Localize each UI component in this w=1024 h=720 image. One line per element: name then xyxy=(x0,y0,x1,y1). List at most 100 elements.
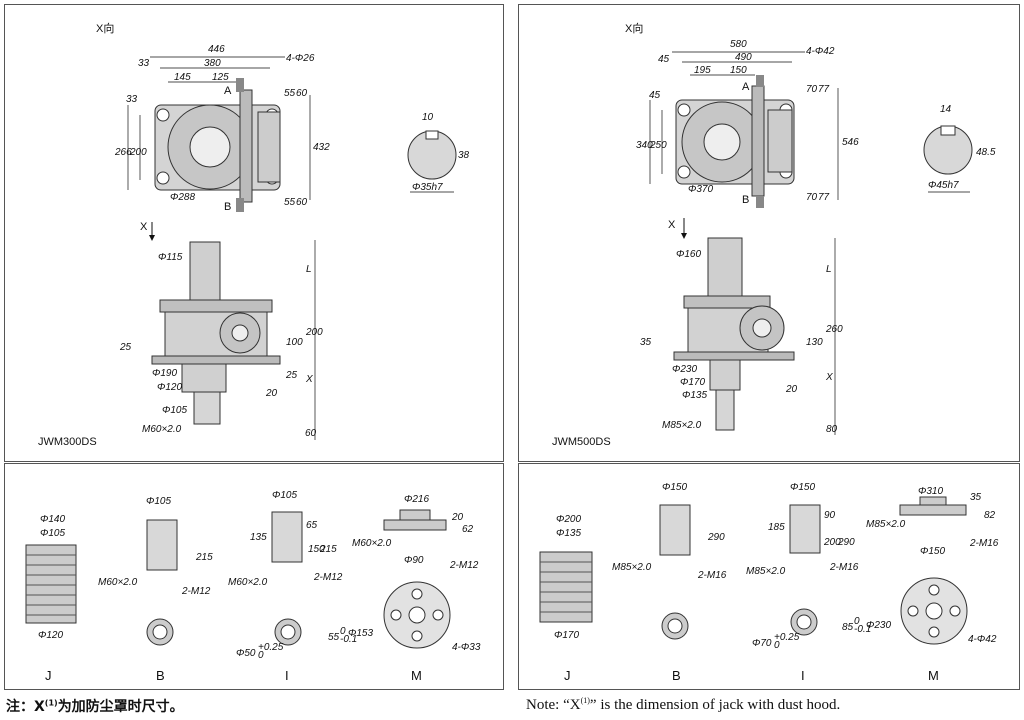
dim-text: 150 xyxy=(730,65,747,76)
dim-text: 77 xyxy=(818,84,830,95)
part-label: I xyxy=(801,668,805,683)
part-label: J xyxy=(45,668,52,683)
acc-dim: 55 xyxy=(328,632,340,643)
acc-tol: 0 xyxy=(854,616,860,627)
acc-dim: 150 xyxy=(308,544,325,555)
acc-dim: Φ150 xyxy=(790,482,815,493)
elev-dim: X xyxy=(305,374,313,385)
elev-dim: 60 xyxy=(305,428,317,439)
acc-tol: 0 xyxy=(258,650,264,661)
acc-dim: Φ216 xyxy=(404,494,429,505)
dim-text: 4-Φ26 xyxy=(286,53,315,64)
dim-text: 70 xyxy=(806,192,818,203)
elev-dim: Φ160 xyxy=(676,249,701,260)
acc-dim: M85×2.0 xyxy=(746,566,786,577)
acc-tol: -0.1 xyxy=(340,634,357,645)
right-accessories: Φ200 Φ135 Φ170 Φ150 290 M85×2.0 2-M16 Φ1… xyxy=(539,482,999,683)
model-label: JWM300DS xyxy=(38,436,97,448)
elev-dim: 130 xyxy=(806,337,823,348)
dim-text: 45 xyxy=(649,90,661,101)
elev-dim: Φ135 xyxy=(682,390,707,401)
dim-text: Φ370 xyxy=(688,184,713,195)
acc-dim: 62 xyxy=(462,524,474,535)
elev-dim: 20 xyxy=(785,384,798,395)
part-label: I xyxy=(285,668,289,683)
acc-dim: 290 xyxy=(837,537,855,548)
left-accessories-panel xyxy=(4,463,504,690)
acc-dim: Φ70 xyxy=(752,638,772,649)
dim-text: 60 xyxy=(296,88,308,99)
part-B: Φ150 290 M85×2.0 2-M16 xyxy=(612,482,727,640)
elev-dim: L xyxy=(826,264,832,275)
acc-dim: 4-Φ33 xyxy=(452,642,481,653)
acc-tol: 0 xyxy=(340,626,346,637)
elev-dim: 200 xyxy=(305,327,323,338)
acc-dim: M85×2.0 xyxy=(612,562,652,573)
shaft-dim: Φ35h7 xyxy=(412,182,443,193)
acc-tol: +0.25 xyxy=(258,642,284,653)
acc-dim: 200 xyxy=(823,537,841,548)
shaft-dim: Φ45h7 xyxy=(928,180,959,191)
part-B: Φ105 215 M60×2.0 2-M12 xyxy=(98,496,213,646)
x-arrow-label: X xyxy=(668,219,676,231)
acc-dim: Φ135 xyxy=(556,528,581,539)
acc-dim: 90 xyxy=(824,510,836,521)
right-top-view: X向 580 490 45 195 150 4-Φ42 45 340 250 7… xyxy=(552,21,996,448)
acc-dim: 215 xyxy=(195,552,213,563)
acc-dim: M60×2.0 xyxy=(352,538,392,549)
dim-text: 195 xyxy=(694,65,711,76)
part-label: B xyxy=(672,668,681,683)
acc-dim: 290 xyxy=(707,532,725,543)
dim-text: 33 xyxy=(126,94,138,105)
acc-dim: 2-M16 xyxy=(969,538,999,549)
acc-dim: 82 xyxy=(984,510,996,521)
plan-letter: B xyxy=(224,201,231,213)
acc-dim: 35 xyxy=(970,492,982,503)
note-en-prefix: Note: “X xyxy=(526,697,581,713)
elev-dim: Φ105 xyxy=(162,405,187,416)
dim-text: 490 xyxy=(735,52,752,63)
right-view-label: X向 xyxy=(625,21,643,35)
elev-dim: X xyxy=(825,372,833,383)
elev-dim: Φ230 xyxy=(672,364,697,375)
acc-dim: Φ310 xyxy=(918,486,943,497)
elev-dim: Φ115 xyxy=(158,252,183,263)
elev-dim: Φ170 xyxy=(680,377,705,388)
left-view-label: X向 xyxy=(96,21,114,35)
dim-text: 125 xyxy=(212,72,229,83)
acc-dim: 2-M16 xyxy=(697,570,727,581)
acc-dim: Φ50 xyxy=(236,648,256,659)
acc-dim: 20 xyxy=(451,512,464,523)
elev-dim: 25 xyxy=(119,342,132,353)
acc-tol: -0.1 xyxy=(854,624,871,635)
bellows-J: Φ140 Φ105 Φ120 xyxy=(25,514,77,641)
elev-dim: Φ120 xyxy=(157,382,182,393)
note-cn-prefix: 注：X xyxy=(6,699,45,715)
acc-dim: Φ153 xyxy=(348,628,373,639)
note-cn-sup: (1) xyxy=(44,698,58,708)
acc-dim: 135 xyxy=(250,532,267,543)
dim-text: 77 xyxy=(818,192,830,203)
left-accessories: Φ140 Φ105 Φ120 Φ105 215 M60×2.0 2-M12 Φ1… xyxy=(25,490,481,683)
note-cn-text: 为加防尘罩时尺寸。 xyxy=(57,699,184,715)
dim-text: 145 xyxy=(174,72,191,83)
note-english: Note: “X(1)” is the dimension of jack wi… xyxy=(526,696,840,714)
elev-dim: 260 xyxy=(825,324,843,335)
dim-text: 70 xyxy=(806,84,818,95)
elev-dim: 80 xyxy=(826,424,838,435)
acc-dim: Φ150 xyxy=(662,482,687,493)
dim-text: 266 xyxy=(114,147,132,158)
acc-tol: +0.25 xyxy=(774,632,800,643)
part-M: Φ310 35 82 M85×2.0 2-M16 Φ150 Φ230 4-Φ42 xyxy=(866,486,999,645)
acc-dim: 4-Φ42 xyxy=(968,634,997,645)
elev-dim: 25 xyxy=(285,370,298,381)
dim-text: 380 xyxy=(204,58,221,69)
part-M: Φ216 20 62 M60×2.0 2-M12 Φ90 Φ153 4-Φ33 xyxy=(348,494,481,653)
acc-dim: Φ105 xyxy=(40,528,65,539)
elev-dim: 20 xyxy=(265,388,278,399)
acc-dim: 2-M16 xyxy=(829,562,859,573)
acc-tol: 0 xyxy=(774,640,780,651)
acc-dim: Φ105 xyxy=(146,496,171,507)
part-label: B xyxy=(156,668,165,683)
